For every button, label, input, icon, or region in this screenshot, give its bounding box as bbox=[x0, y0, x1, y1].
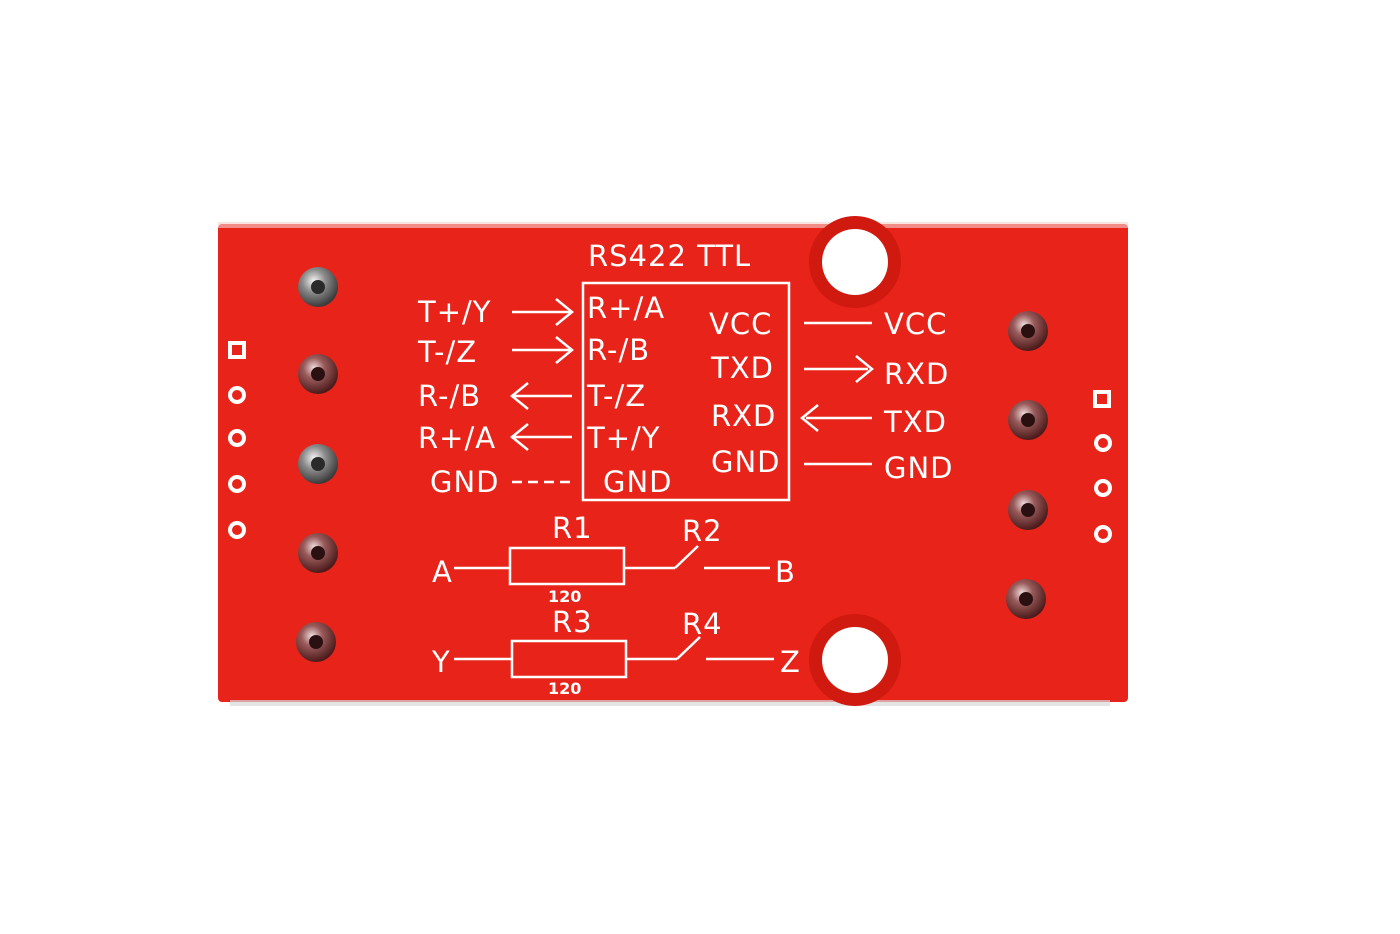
left-label-3: R-/B bbox=[418, 379, 481, 413]
resistor-r1-symbol bbox=[454, 545, 770, 586]
right-label-2: RXD bbox=[884, 357, 949, 391]
right-header-pads bbox=[1093, 390, 1112, 543]
inner-right-label-1: VCC bbox=[709, 307, 772, 341]
board-title: RS422 TTL bbox=[588, 239, 751, 273]
resistor-r3-value: 120 bbox=[548, 679, 581, 698]
left-arrows bbox=[510, 298, 574, 484]
right-label-3: TXD bbox=[883, 405, 947, 439]
resistor-r1-value: 120 bbox=[548, 587, 581, 606]
right-label-1: VCC bbox=[884, 307, 947, 341]
inner-right-label-4: GND bbox=[711, 445, 781, 479]
inner-right-label-3: RXD bbox=[711, 399, 776, 433]
inner-left-label-1: R+/A bbox=[587, 291, 665, 325]
right-connection-lines bbox=[800, 321, 874, 466]
net-y-label: Y bbox=[431, 645, 451, 679]
inner-left-label-5: GND bbox=[603, 465, 673, 499]
resistor-r3-symbol bbox=[454, 636, 774, 679]
resistor-r2-label: R2 bbox=[682, 514, 723, 548]
right-solder-joints bbox=[1006, 311, 1048, 619]
resistor-r4-label: R4 bbox=[682, 607, 723, 641]
left-label-1: T+/Y bbox=[417, 295, 492, 329]
mounting-hole-bottom bbox=[809, 614, 901, 706]
inner-left-label-3: T-/Z bbox=[586, 379, 646, 413]
pcb-edge-bottom bbox=[230, 700, 1110, 706]
resistor-r3-label: R3 bbox=[552, 605, 593, 639]
left-label-5: GND bbox=[430, 465, 500, 499]
pcb-edge-top bbox=[218, 222, 1128, 228]
right-label-4: GND bbox=[884, 451, 954, 485]
left-solder-joints bbox=[296, 267, 338, 662]
left-label-4: R+/A bbox=[418, 421, 496, 455]
net-z-label: Z bbox=[780, 645, 801, 679]
left-header-pads bbox=[228, 341, 246, 539]
inner-left-label-4: T+/Y bbox=[586, 421, 661, 455]
pcb-board bbox=[218, 224, 1128, 702]
inner-left-label-2: R-/B bbox=[587, 333, 650, 367]
left-label-2: T-/Z bbox=[417, 335, 477, 369]
net-b-label: B bbox=[775, 555, 796, 589]
net-a-label: A bbox=[432, 555, 453, 589]
chip-outline bbox=[581, 281, 791, 502]
mounting-hole-top bbox=[809, 216, 901, 308]
inner-right-label-2: TXD bbox=[710, 351, 774, 385]
resistor-r1-label: R1 bbox=[552, 511, 593, 545]
